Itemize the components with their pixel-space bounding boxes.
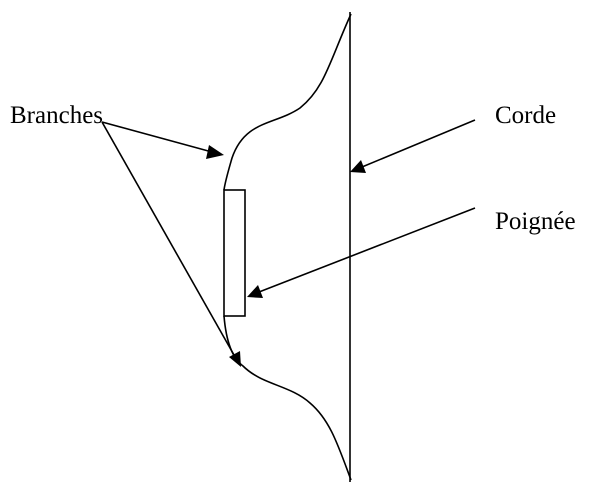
lower-limb: [223, 315, 352, 481]
arrowhead-poignee: [247, 285, 263, 298]
arrowhead-branches-lower: [229, 351, 241, 367]
arrow-poignee: [258, 207, 476, 293]
label-corde: Corde: [495, 102, 556, 129]
label-poignee: Poignée: [495, 208, 576, 235]
upper-limb: [223, 13, 352, 191]
arrowhead-branches-upper: [206, 145, 224, 159]
label-branches: Branches: [10, 102, 103, 129]
grip-rectangle: [223, 189, 246, 317]
arrow-branches-upper: [101, 121, 213, 153]
arrow-corde: [361, 119, 476, 168]
arrowhead-corde: [350, 160, 366, 173]
arrow-branches-lower: [101, 121, 235, 356]
